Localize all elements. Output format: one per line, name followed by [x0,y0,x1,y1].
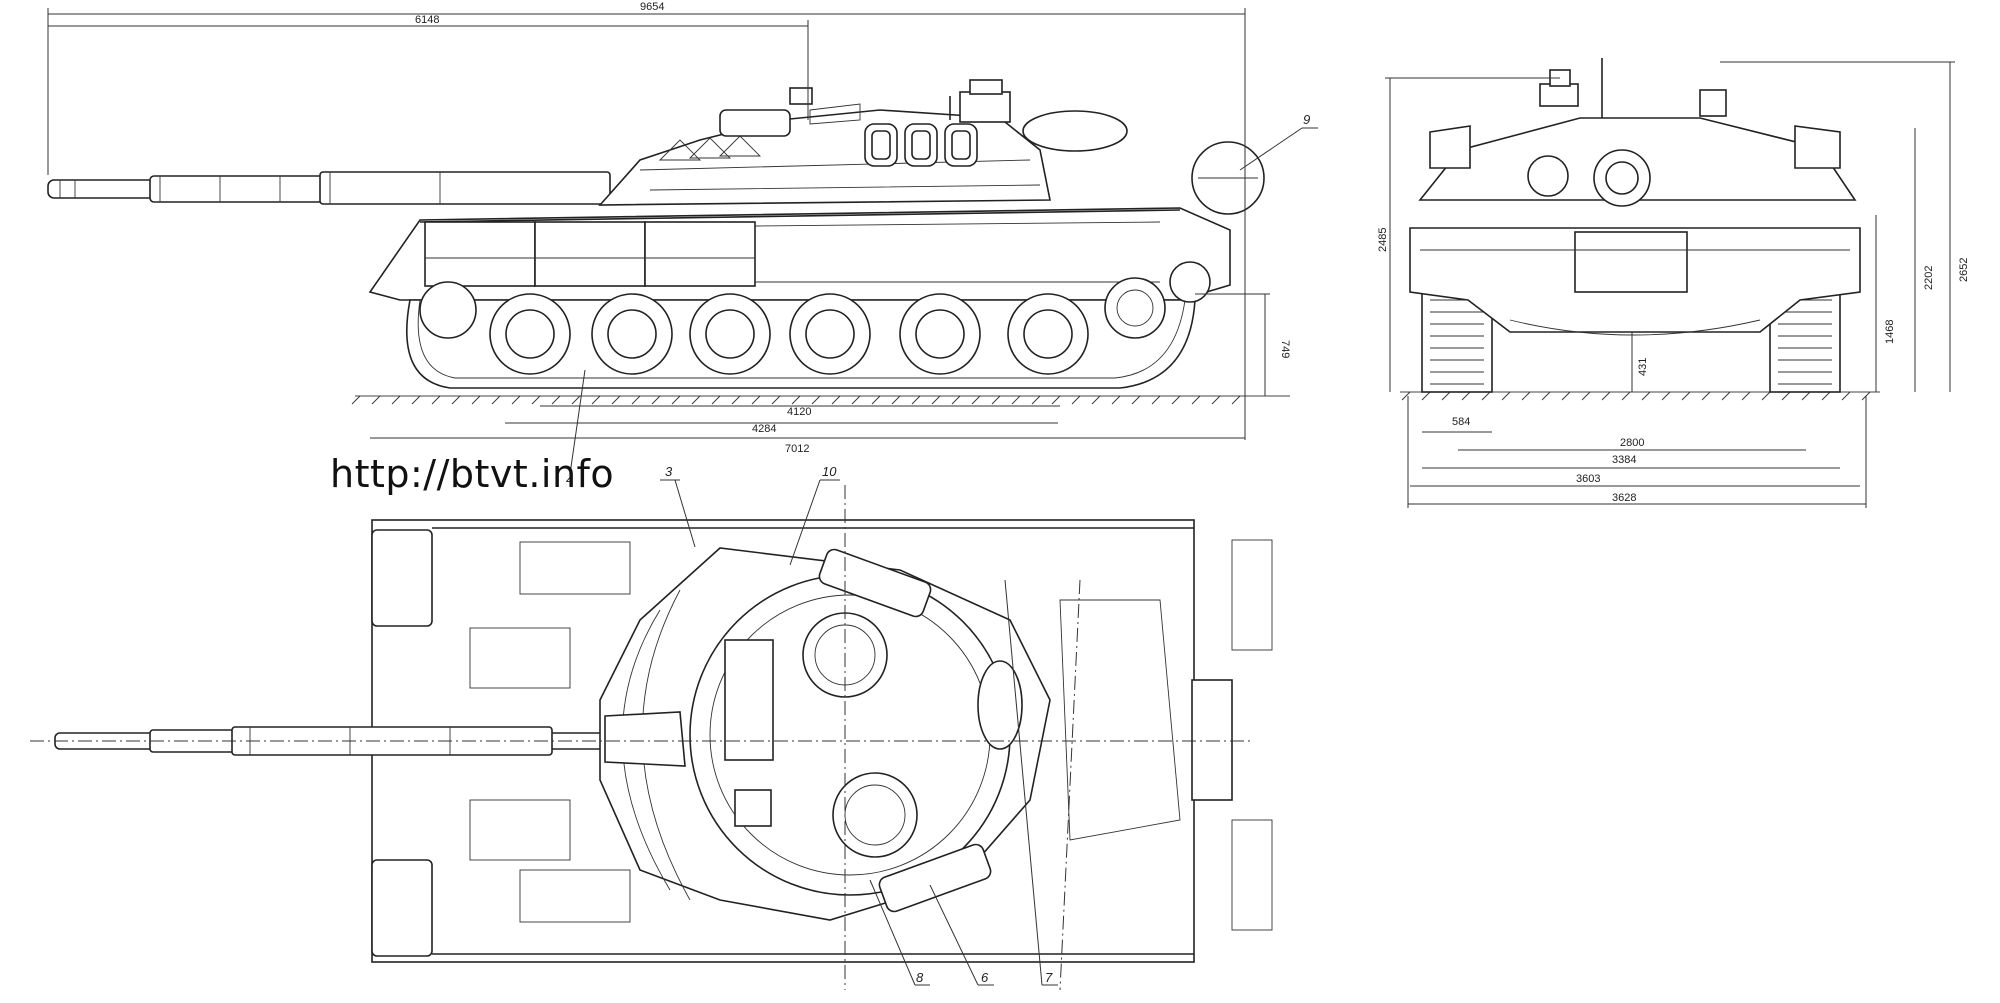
dim-track-width: 584 [1452,416,1470,428]
side-callouts: 9 4 [566,112,1318,487]
dim-width-3384: 3384 [1612,454,1636,466]
side-dimensions: 9654 6148 4120 4284 7012 749 [47,1,1291,455]
dim-hull-lower: 4284 [752,423,776,435]
dim-width-3603: 3603 [1576,473,1600,485]
watermark-url: http://btvt.info [330,452,615,496]
callout-9: 9 [1303,112,1310,127]
callout-4: 4 [566,472,573,487]
side-view: 9654 6148 4120 4284 7012 749 9 4 [47,1,1318,487]
front-view: 2485 2202 2652 1468 431 584 2800 3384 36… [1377,58,1970,508]
dim-height-2202: 2202 [1923,266,1935,290]
front-dimensions: 2485 2202 2652 1468 431 584 2800 3384 36… [1377,61,1970,508]
dim-height-total: 2485 [1377,228,1389,252]
dim-clearance: 431 [1637,358,1649,376]
side-hull [368,141,1265,301]
dim-height-1468: 1468 [1884,320,1896,344]
callout-10: 10 [822,464,837,479]
dim-gauge: 2800 [1620,437,1644,449]
top-callouts: 3 10 8 6 7 [660,464,1058,986]
dim-hull-length: 7012 [785,443,809,455]
dim-width-3628: 3628 [1612,492,1636,504]
side-gun-barrel [47,171,611,205]
callout-6: 6 [981,970,989,985]
front-ground [1400,391,1880,401]
callout-8: 8 [916,970,924,985]
callout-7: 7 [1045,970,1053,985]
dim-hull-height: 749 [1279,340,1291,358]
dim-track-length: 4120 [787,406,811,418]
side-running-gear [406,261,1211,389]
callout-3: 3 [665,464,673,479]
dim-height-2652: 2652 [1958,258,1970,282]
front-hull [1409,58,1861,393]
side-turret [598,79,1128,206]
top-view: 3 10 8 6 7 [30,464,1273,991]
side-ground [351,395,1290,405]
dim-overall-length: 9654 [640,1,664,13]
top-centerlines [30,485,1250,991]
dim-gun-to-turret: 6148 [415,14,439,26]
